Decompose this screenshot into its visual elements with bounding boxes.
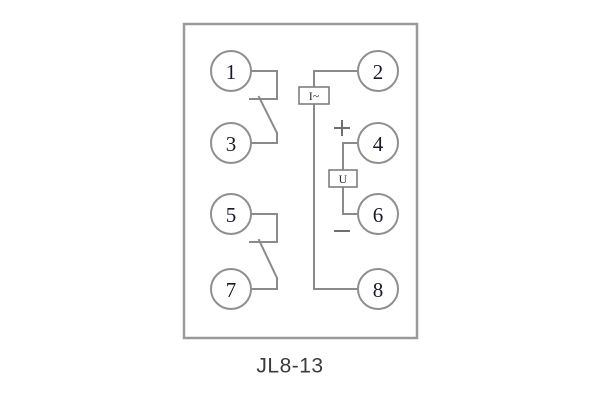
current-coil-box <box>298 86 330 105</box>
terminal-3-label: 3 <box>226 132 237 156</box>
terminal-8[interactable]: 8 <box>357 268 399 310</box>
terminal-2-label: 2 <box>373 60 384 84</box>
terminal-6-label: 6 <box>373 203 384 227</box>
terminal-3-circle[interactable] <box>210 122 252 164</box>
current-coil-label: I~ <box>309 89 320 103</box>
terminal-4-label: 4 <box>373 132 384 156</box>
terminal-3[interactable]: 3 <box>210 122 252 164</box>
terminal-2[interactable]: 2 <box>357 50 399 92</box>
terminal-5[interactable]: 5 <box>210 193 252 235</box>
contact-path-1 <box>249 70 278 100</box>
terminal-5-circle[interactable] <box>210 193 252 235</box>
terminal-4[interactable]: 4 <box>357 122 399 164</box>
terminal-6[interactable]: 6 <box>357 193 399 235</box>
terminal-1-label: 1 <box>226 60 237 84</box>
terminal-2-circle[interactable] <box>357 50 399 92</box>
contact-path-5 <box>249 213 278 243</box>
terminal-1-circle[interactable] <box>210 50 252 92</box>
wire-voltage-coil-to-terminal6 <box>342 186 359 215</box>
terminal-5-label: 5 <box>226 203 237 227</box>
contact-blade-1-3 <box>250 95 278 144</box>
relay-outline <box>182 22 419 340</box>
terminal-8-label: 8 <box>373 278 384 302</box>
wire-terminal2-to-current-coil <box>313 70 359 88</box>
diagram-caption: JL8-13 <box>256 355 323 378</box>
voltage-coil-label: U <box>339 172 348 186</box>
terminal-7[interactable]: 7 <box>210 268 252 310</box>
contact-blade-5-7 <box>250 238 278 290</box>
terminal-8-circle[interactable] <box>357 268 399 310</box>
terminal-6-circle[interactable] <box>357 193 399 235</box>
wire-terminal4-to-voltage-coil <box>342 142 359 171</box>
wire-current-coil-to-terminal8 <box>313 103 359 290</box>
terminal-1[interactable]: 1 <box>210 50 252 92</box>
terminal-7-circle[interactable] <box>210 268 252 310</box>
plus-sign-icon <box>334 120 350 136</box>
terminal-7-label: 7 <box>226 278 237 302</box>
voltage-coil-box <box>328 169 358 188</box>
terminal-4-circle[interactable] <box>357 122 399 164</box>
